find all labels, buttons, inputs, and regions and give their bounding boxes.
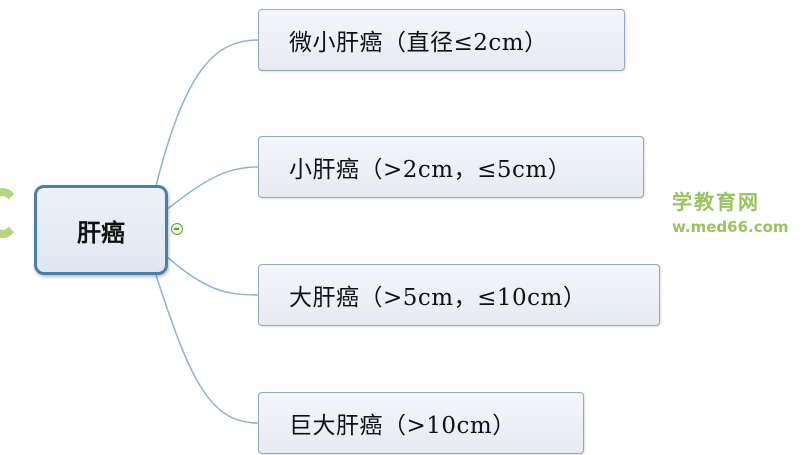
- watermark-text: 学教育网: [672, 190, 760, 214]
- branch-node-label: 微小肝癌（直径≤2cm）: [289, 30, 548, 56]
- branch-node-micro[interactable]: 微小肝癌（直径≤2cm）: [258, 9, 625, 71]
- branch-node-label: 小肝癌（>2cm，≤5cm）: [289, 157, 572, 183]
- connector-to-branch-4: [155, 274, 259, 424]
- watermark-logo-icon: [0, 188, 20, 238]
- branch-node-huge[interactable]: 巨大肝癌（>10cm）: [258, 392, 584, 454]
- root-node-label: 肝癌: [77, 217, 125, 247]
- branch-node-large[interactable]: 大肝癌（>5cm，≤10cm）: [258, 264, 660, 326]
- watermark-url: w.med66.com: [672, 218, 789, 236]
- root-node[interactable]: 肝癌: [34, 185, 168, 275]
- connector-to-branch-1: [155, 39, 259, 187]
- branch-node-label: 巨大肝癌（>10cm）: [289, 413, 516, 439]
- branch-node-label: 大肝癌（>5cm，≤10cm）: [289, 285, 587, 311]
- connector-to-branch-2: [165, 166, 259, 211]
- collapse-toggle-icon[interactable]: [171, 223, 183, 235]
- connector-to-branch-3: [165, 255, 259, 296]
- branch-node-small[interactable]: 小肝癌（>2cm，≤5cm）: [258, 136, 644, 198]
